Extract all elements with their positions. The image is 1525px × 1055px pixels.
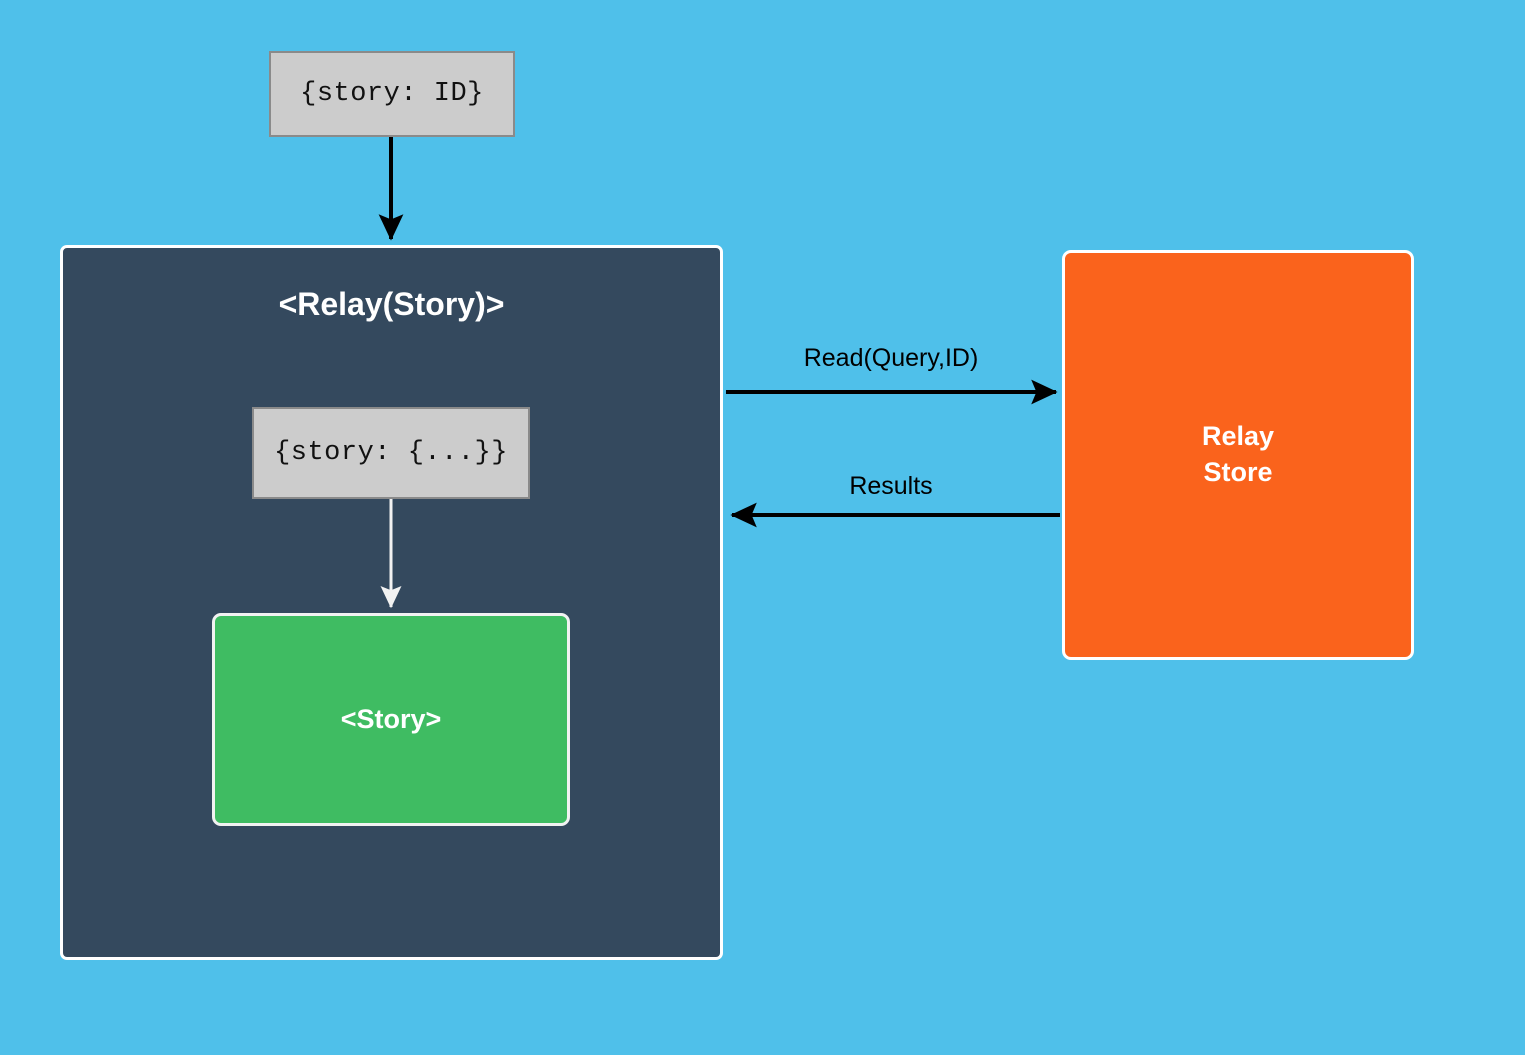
props-out-box[interactable]: {story: {...}} bbox=[252, 407, 530, 499]
edge-label-read-query-id: Read(Query,ID) bbox=[803, 344, 979, 372]
relay-container-title: <Relay(Story)> bbox=[278, 286, 505, 322]
story-component-box[interactable]: <Story> bbox=[212, 613, 570, 826]
relay-store-label-line2: Store bbox=[1203, 457, 1273, 487]
relay-store-box[interactable]: Relay Store bbox=[1062, 250, 1414, 660]
relay-store-label-line1: Relay bbox=[1201, 421, 1275, 452]
relay-container-panel[interactable]: <Relay(Story)> bbox=[60, 245, 723, 960]
edge-label-results: Results bbox=[849, 472, 933, 500]
props-in-box[interactable]: {story: ID} bbox=[269, 51, 515, 137]
